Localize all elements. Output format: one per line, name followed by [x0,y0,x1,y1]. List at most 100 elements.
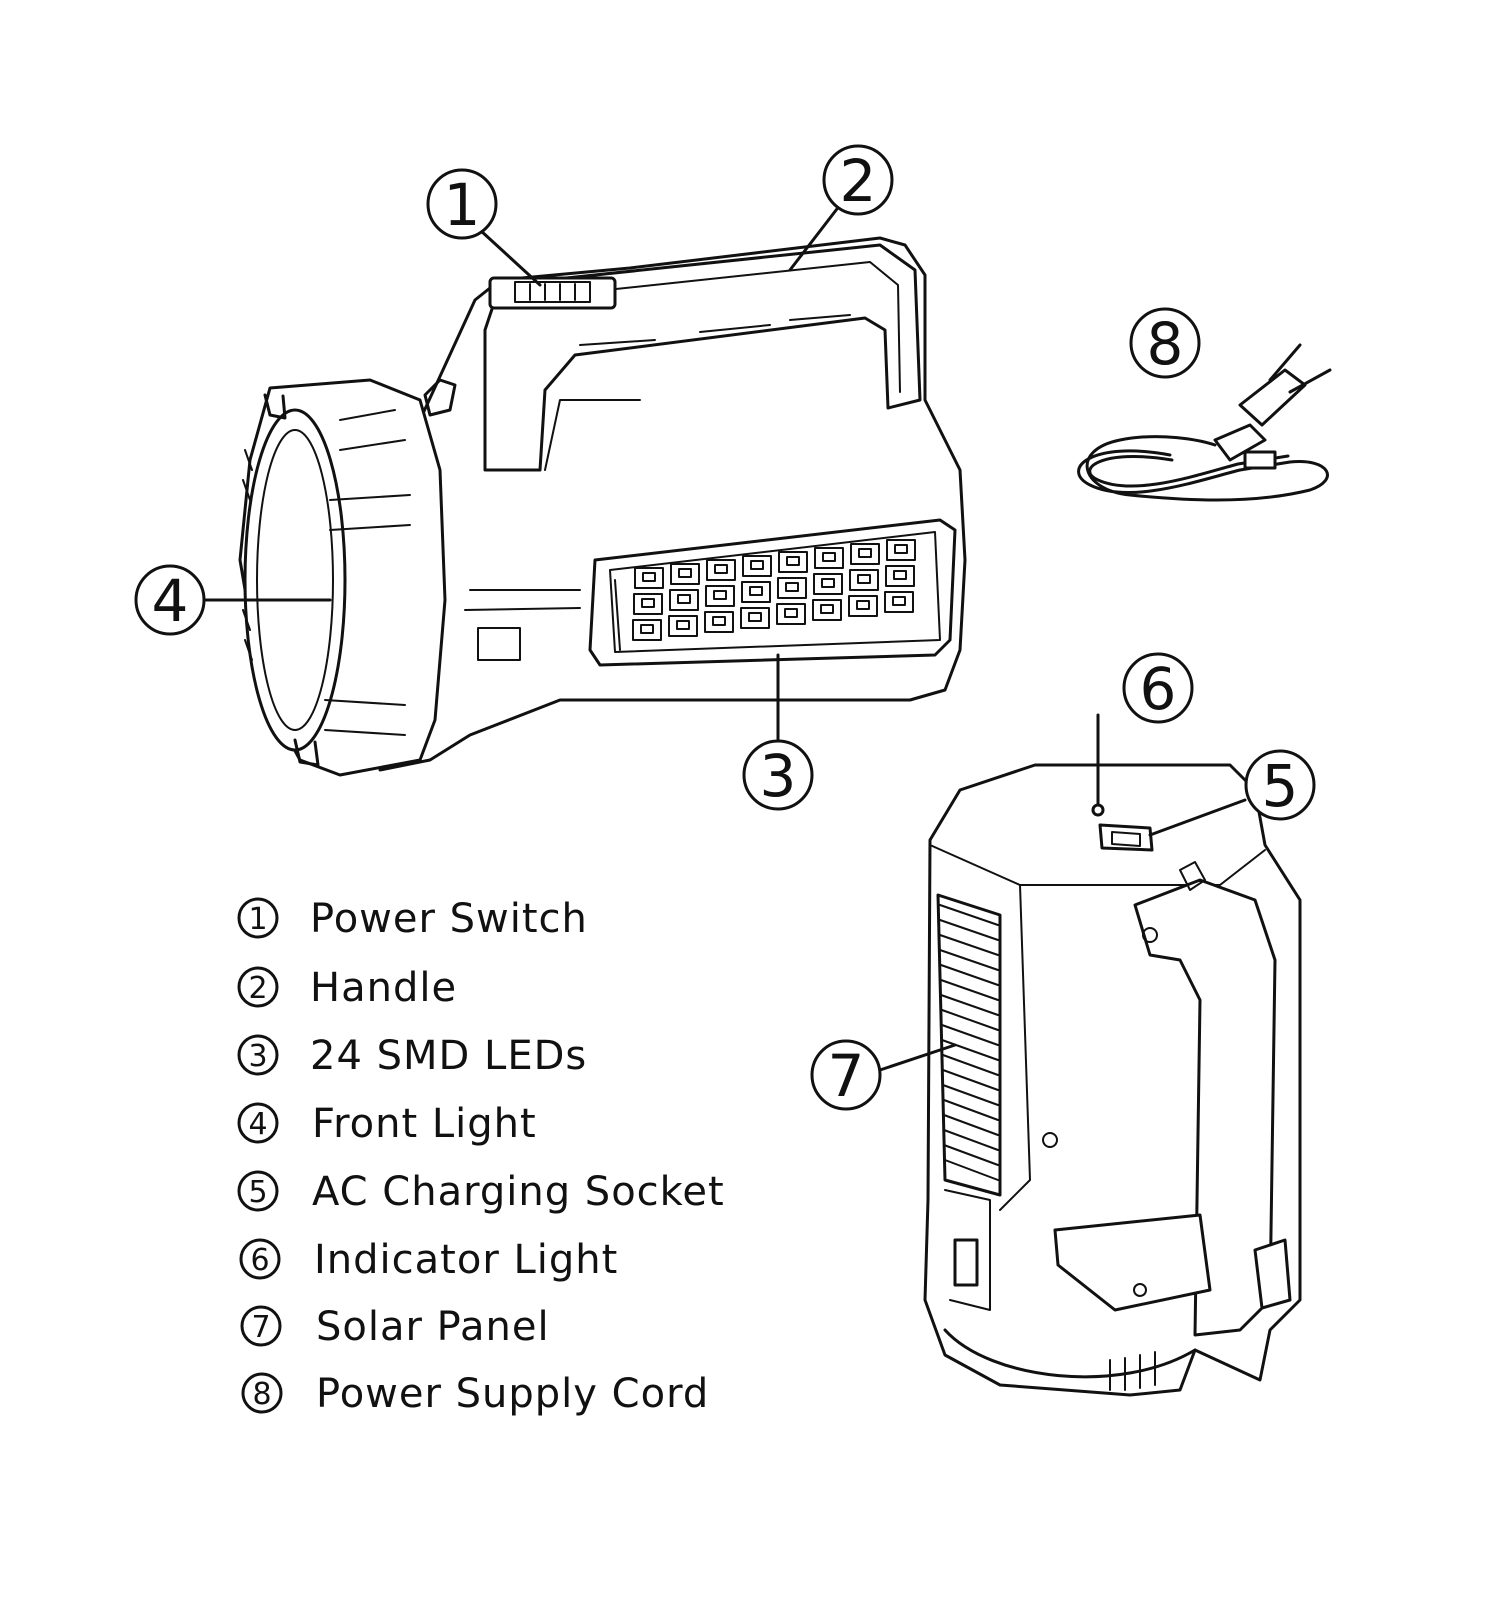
smd-led [668,615,698,637]
smd-led [812,599,842,621]
smd-led [813,573,843,595]
smd-led [706,559,736,581]
smd-led-chip [821,578,835,588]
svg-text:6: 6 [1140,655,1177,723]
callout-3: 3 [742,739,814,811]
legend-item-7: 7 Solar Panel [240,1304,550,1350]
callout-8: 8 [1129,307,1201,379]
front-light [238,378,447,777]
legend-item-6: 6 Indicator Light [239,1237,618,1283]
legend-label: Power Switch [310,896,588,942]
svg-text:4: 4 [152,567,189,635]
svg-text:6: 6 [250,1243,269,1278]
callout-6: 6 [1122,652,1194,724]
callout-1: 1 [426,168,498,240]
legend-label: Power Supply Cord [316,1371,709,1417]
svg-text:5: 5 [1262,752,1299,820]
smd-led-chip [856,600,870,610]
callout-2: 2 [822,144,894,216]
smd-led [776,603,806,625]
smd-led-chip [786,556,800,566]
smd-led-chip [857,574,871,584]
smd-led-chip [749,586,763,596]
legend-label: Indicator Light [314,1237,618,1283]
legend-item-8: 8 Power Supply Cord [241,1371,709,1417]
smd-led-chip [642,572,656,582]
smd-led-chip [858,548,872,558]
legend-label: 24 SMD LEDs [310,1033,587,1079]
smd-led-chip [640,624,654,634]
smd-led [848,595,878,617]
smd-led-chip [750,560,764,570]
smd-led-chip [894,544,908,554]
smd-led-chip [678,568,692,578]
svg-text:4: 4 [248,1107,267,1142]
flashlight-back-view [923,763,1302,1397]
legend-item-3: 3 24 SMD LEDs [237,1033,587,1079]
smd-led-chip [785,582,799,592]
smd-led [670,563,700,585]
smd-led [740,607,770,629]
smd-led-chip [712,616,726,626]
smd-led-chip [822,552,836,562]
legend-label: Handle [310,965,457,1011]
legend-label: AC Charging Socket [312,1169,725,1215]
legend-item-2: 2 Handle [237,965,457,1011]
smd-led-chip [784,608,798,618]
smd-led [633,593,663,615]
ac-charging-socket [1098,823,1154,852]
callout-4: 4 [134,564,206,636]
svg-text:8: 8 [1147,310,1184,378]
svg-text:2: 2 [248,971,267,1006]
svg-text:7: 7 [828,1042,865,1110]
flashlight-front-view [238,236,967,777]
legend-item-5: 5 AC Charging Socket [237,1169,725,1215]
smd-led-panel [588,518,957,667]
smd-led [704,611,734,633]
callout-5: 5 [1244,749,1316,821]
leader-lines [204,203,1247,1072]
smd-led [669,589,699,611]
smd-led [632,619,662,641]
legend-label: Front Light [312,1101,537,1147]
smd-led [850,543,880,565]
smd-led [741,581,771,603]
smd-led [886,539,916,561]
smd-led [634,567,664,589]
svg-text:2: 2 [840,147,877,215]
svg-text:1: 1 [248,902,267,937]
smd-led-chip [641,598,655,608]
smd-led [884,591,914,613]
smd-led [849,569,879,591]
power-supply-cord [1077,343,1332,502]
smd-led [814,547,844,569]
smd-led-chip [820,604,834,614]
svg-text:3: 3 [760,742,797,810]
smd-led [742,555,772,577]
smd-led-chip [713,590,727,600]
solar-panel [936,893,1002,1197]
svg-text:1: 1 [444,171,481,239]
legend: 1 Power Switch 2 Handle 3 24 SMD LEDs 4 … [237,896,725,1417]
power-switch [488,276,617,310]
smd-led [885,565,915,587]
callout-7: 7 [810,1039,882,1111]
legend-item-1: 1 Power Switch [237,896,588,942]
smd-led-chip [714,564,728,574]
smd-led-chip [677,594,691,604]
smd-led-chip [893,570,907,580]
svg-text:7: 7 [251,1310,270,1345]
legend-item-4: 4 Front Light [237,1101,537,1147]
legend-label: Solar Panel [316,1304,550,1350]
svg-text:3: 3 [248,1039,267,1074]
handle [483,243,922,472]
smd-led-chip [892,596,906,606]
smd-led [705,585,735,607]
smd-led [778,551,808,573]
smd-led [777,577,807,599]
svg-text:5: 5 [248,1175,267,1210]
svg-text:8: 8 [252,1377,271,1412]
smd-led-chip [748,612,762,622]
smd-led-chip [676,620,690,630]
